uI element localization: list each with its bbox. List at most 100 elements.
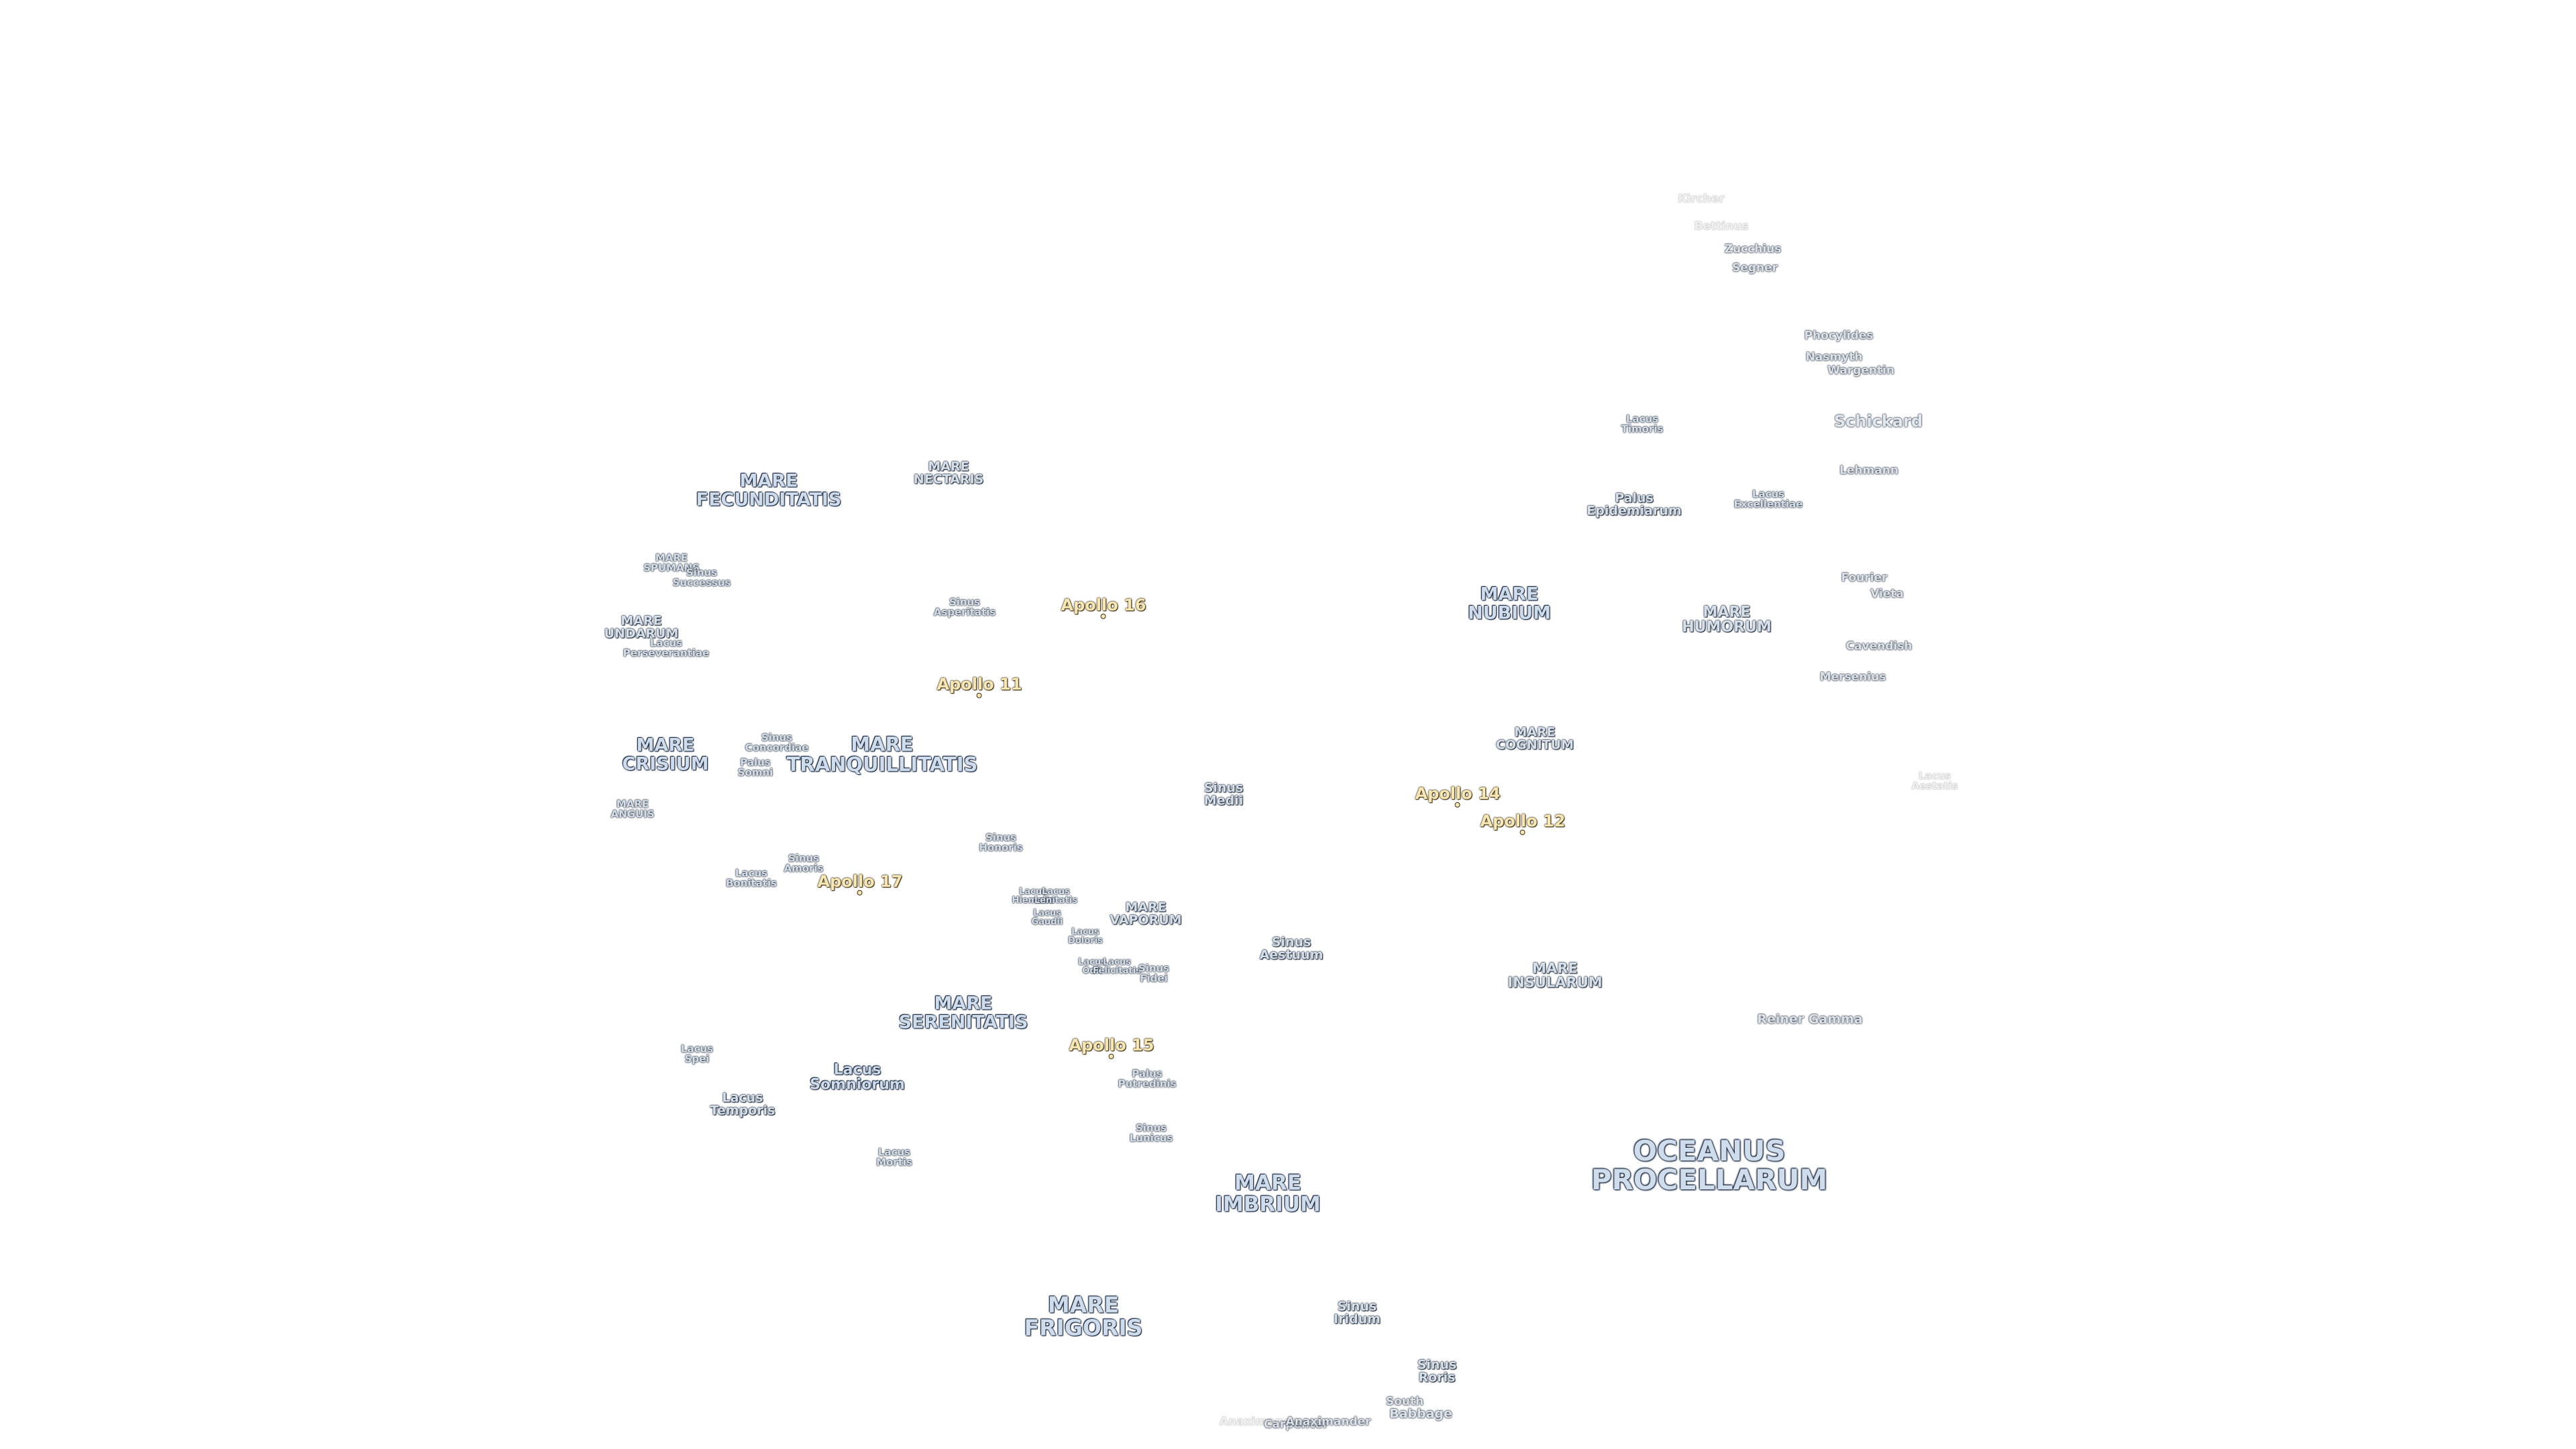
label-line: Mersenius [1819,670,1886,684]
label-line: MARE [1234,1171,1301,1195]
babbage-label: Babbage [1389,1407,1452,1420]
label-line: Lenitatis [1034,896,1078,906]
label-line: HUMORUM [1682,619,1772,636]
label-line: MARE [655,551,688,564]
label-line: COGNITUM [1496,738,1574,753]
apollo-15-marker[interactable]: Apollo 15 [1069,1035,1155,1059]
apollo-14-label: Apollo 14 [1415,784,1501,803]
label-line: NUBIUM [1468,602,1551,623]
label-line: MARE [621,613,662,629]
label-line: Amoris [784,863,824,875]
label-line: Concordiae [745,742,809,754]
apollo-16-marker[interactable]: Apollo 16 [1061,595,1146,619]
label-line: Sinus [985,831,1017,844]
apollo-11-marker[interactable]: Apollo 11 [937,676,1022,698]
apollo-14-marker[interactable]: Apollo 14 [1415,784,1501,808]
apollo-16-label: Apollo 16 [1061,595,1146,614]
label-line: Lacus [1625,413,1659,425]
label-line: Phocylides [1804,329,1874,343]
wargentin-label: Wargentin [1827,364,1894,378]
label-line: Sinus [686,566,718,579]
label-line: MARE [1514,724,1556,740]
label-line: Lunicus [1129,1132,1173,1144]
label-line: Carpenter [1263,1417,1329,1432]
label-line: Lacus [649,637,683,649]
landing-site-dot [1102,614,1106,619]
label-line: Cavendish [1845,639,1913,653]
label-line: Anaximenes [1219,1415,1298,1429]
label-line: MARE [1480,584,1539,605]
label-line: Lacus [722,1090,763,1106]
label-line: Mortis [876,1157,912,1169]
label-line: CRISIUM [622,753,709,774]
label-line: Lacus [1078,957,1106,967]
label-line: Bonitatis [725,877,777,890]
label-line: Palus [1615,490,1654,506]
label-line: Schickard [1833,411,1923,431]
label-line: SPUMANS [643,562,700,574]
label-line: Sinus [949,596,981,608]
apollo-12-marker[interactable]: Apollo 12 [1481,813,1565,835]
label-line: Sinus [1203,780,1244,796]
label-line: Lacus [1019,886,1047,897]
zucchius-label: Zucchius [1725,243,1782,255]
label-line: Sinus [1271,934,1311,950]
label-line: IMBRIUM [1215,1192,1321,1216]
apollo-17-marker[interactable]: Apollo 17 [818,873,902,896]
landing-site-dot [977,694,981,698]
kircher-label: Kircher [1678,193,1724,205]
label-line: Sinus [1135,1122,1167,1134]
label-line: Wargentin [1827,364,1894,378]
label-line: Asperitatis [933,606,996,619]
label-line: Lacus [1071,926,1099,937]
label-line: MARE [616,798,649,810]
label-line: SERENITATIS [898,1012,1028,1032]
label-line: Sinus [761,731,793,744]
label-line: Doloris [1068,936,1103,946]
label-line: South [1385,1395,1424,1409]
label-line: Reiner Gamma [1757,1012,1863,1027]
label-line: Lacus [1103,957,1131,967]
label-line: NECTARIS [913,472,984,487]
label-line: FECUNDITATIS [696,489,842,510]
label-line: OCEANUS [1633,1134,1786,1168]
label-line: Aestuum [1259,948,1324,963]
label-line: MARE [636,735,695,756]
label-line: Sinus [1337,1299,1377,1314]
label-line: Odii [1082,966,1102,976]
label-line: Medii [1203,794,1244,808]
label-line: ANGUIS [610,808,655,820]
label-line: MARE [928,459,969,474]
landing-site-dot [1110,1055,1114,1059]
label-line: Lehmann [1839,464,1898,478]
apollo-15-label: Apollo 15 [1069,1035,1155,1055]
label-line: MARE [934,993,993,1014]
anaximenes-label: Anaximenes [1219,1415,1298,1429]
label-line: Gaudii [1031,917,1063,927]
label-line: Sinus [1417,1357,1457,1373]
